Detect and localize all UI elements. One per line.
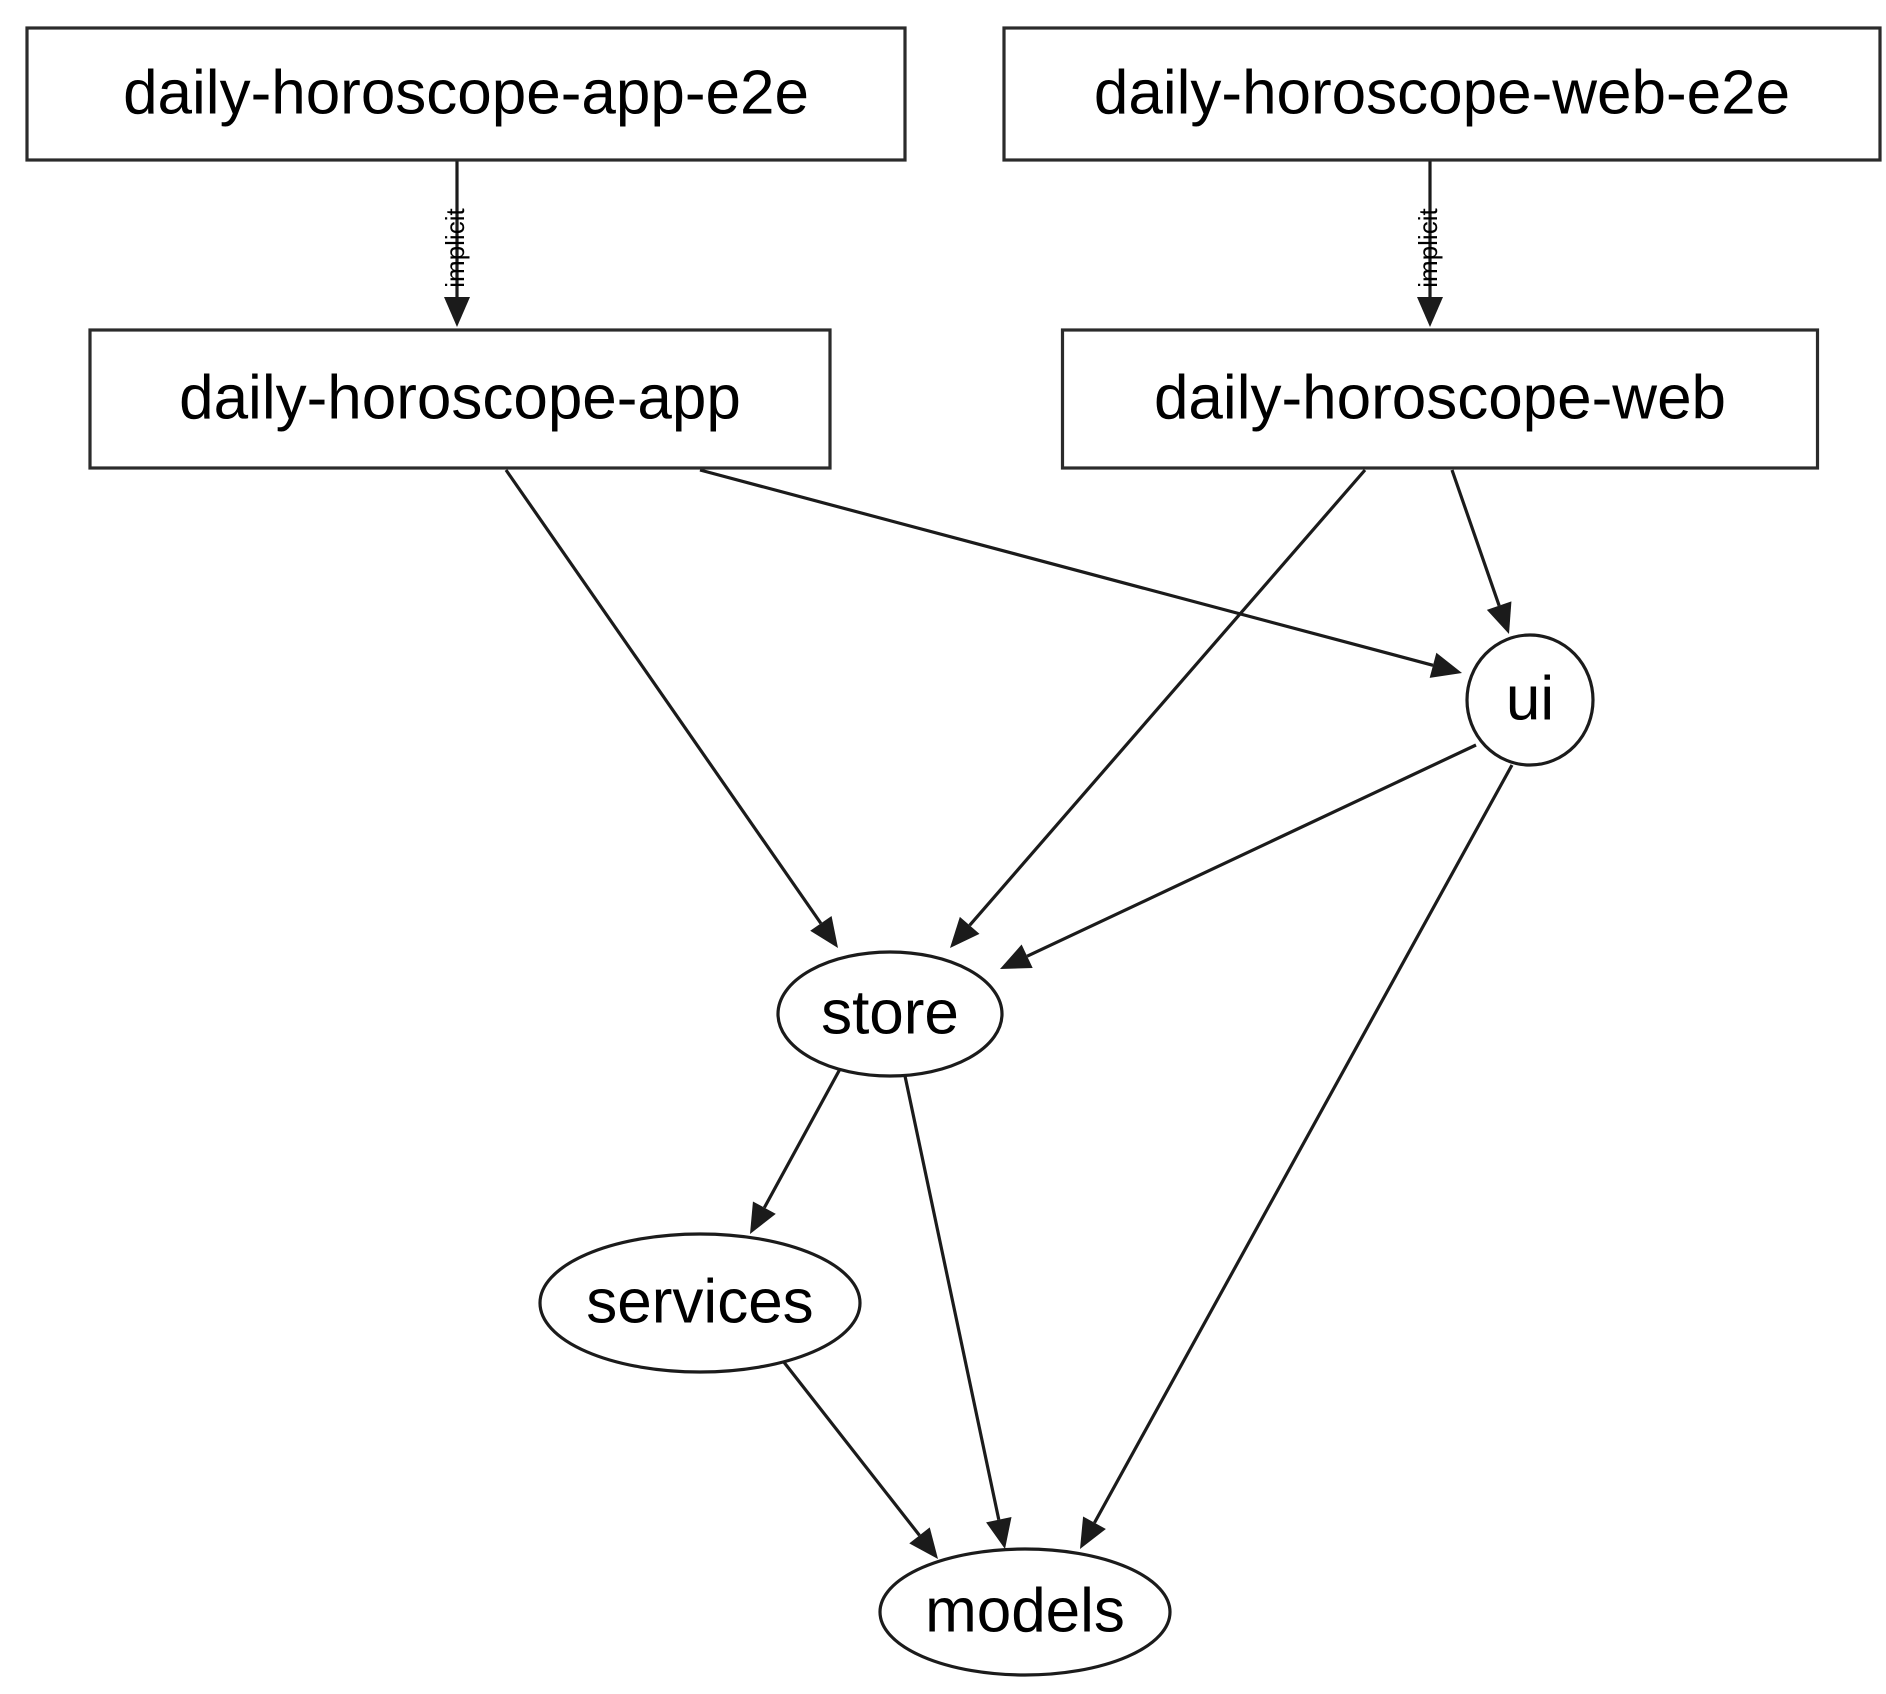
arrowhead-icon — [909, 1527, 938, 1559]
node-label: daily-horoscope-app — [179, 363, 741, 432]
edge-line — [781, 1360, 921, 1537]
edge-web-to-store — [950, 468, 1367, 948]
arrowhead-icon — [986, 1516, 1012, 1549]
edge-e2e-app-to-app: implicit — [440, 161, 470, 327]
node-daily-horoscope-app[interactable]: daily-horoscope-app — [88, 328, 832, 470]
edge-line — [968, 468, 1367, 927]
arrowhead-icon — [1429, 652, 1462, 678]
node-shape-rect[interactable] — [88, 328, 832, 470]
node-label: services — [586, 1267, 813, 1336]
edge-store-to-models — [903, 1075, 1012, 1549]
node-shape-rect[interactable] — [1002, 26, 1882, 162]
arrowhead-icon — [1417, 297, 1443, 327]
node-label: daily-horoscope-web-e2e — [1094, 58, 1790, 127]
node-daily-horoscope-web-e2e[interactable]: daily-horoscope-web-e2e — [1002, 26, 1882, 162]
arrowhead-icon — [1000, 944, 1033, 969]
edge-app-to-ui — [699, 468, 1462, 678]
edge-line — [1093, 764, 1514, 1524]
arrowhead-icon — [444, 297, 470, 327]
node-shape-ellipse[interactable] — [1465, 633, 1595, 767]
edge-e2e-web-to-web: implicit — [1413, 161, 1443, 327]
arrowhead-icon — [750, 1201, 776, 1234]
edge-web-to-ui — [1450, 469, 1512, 634]
node-shape-rect[interactable] — [25, 26, 907, 162]
edge-line — [903, 1075, 1001, 1520]
node-daily-horoscope-web[interactable]: daily-horoscope-web — [1060, 328, 1820, 470]
node-ui[interactable]: ui — [1465, 633, 1595, 767]
node-label: daily-horoscope-app-e2e — [123, 58, 809, 127]
edge-app-to-store — [504, 469, 838, 948]
edge-store-to-services — [750, 1068, 842, 1234]
edges-layer: implicit implicit — [440, 161, 1514, 1559]
node-shape-rect[interactable] — [1060, 328, 1820, 470]
arrowhead-icon — [810, 915, 838, 948]
nodes-layer: daily-horoscope-app-e2e daily-horoscope-w… — [25, 26, 1882, 1677]
edge-label: implicit — [440, 208, 470, 288]
node-label: store — [821, 978, 959, 1047]
edge-line — [762, 1068, 842, 1209]
edge-line — [504, 469, 823, 925]
node-services[interactable]: services — [538, 1232, 862, 1374]
node-store[interactable]: store — [776, 950, 1004, 1078]
node-shape-ellipse[interactable] — [538, 1232, 862, 1374]
node-daily-horoscope-app-e2e[interactable]: daily-horoscope-app-e2e — [25, 26, 907, 162]
node-label: models — [925, 1576, 1125, 1645]
arrowhead-icon — [1080, 1516, 1106, 1549]
arrowhead-icon — [1486, 601, 1512, 634]
edge-ui-to-store — [1000, 743, 1477, 969]
edge-line — [699, 468, 1434, 667]
arrowhead-icon — [950, 916, 980, 948]
edge-ui-to-models — [1080, 764, 1514, 1549]
edge-label: implicit — [1413, 208, 1443, 288]
node-shape-ellipse[interactable] — [878, 1547, 1172, 1677]
node-label: daily-horoscope-web — [1154, 363, 1726, 432]
node-shape-ellipse[interactable] — [776, 950, 1004, 1078]
node-label: ui — [1506, 664, 1554, 733]
edge-line — [1450, 469, 1501, 607]
edge-services-to-models — [781, 1360, 938, 1559]
edge-line — [1026, 743, 1477, 958]
node-models[interactable]: models — [878, 1547, 1172, 1677]
